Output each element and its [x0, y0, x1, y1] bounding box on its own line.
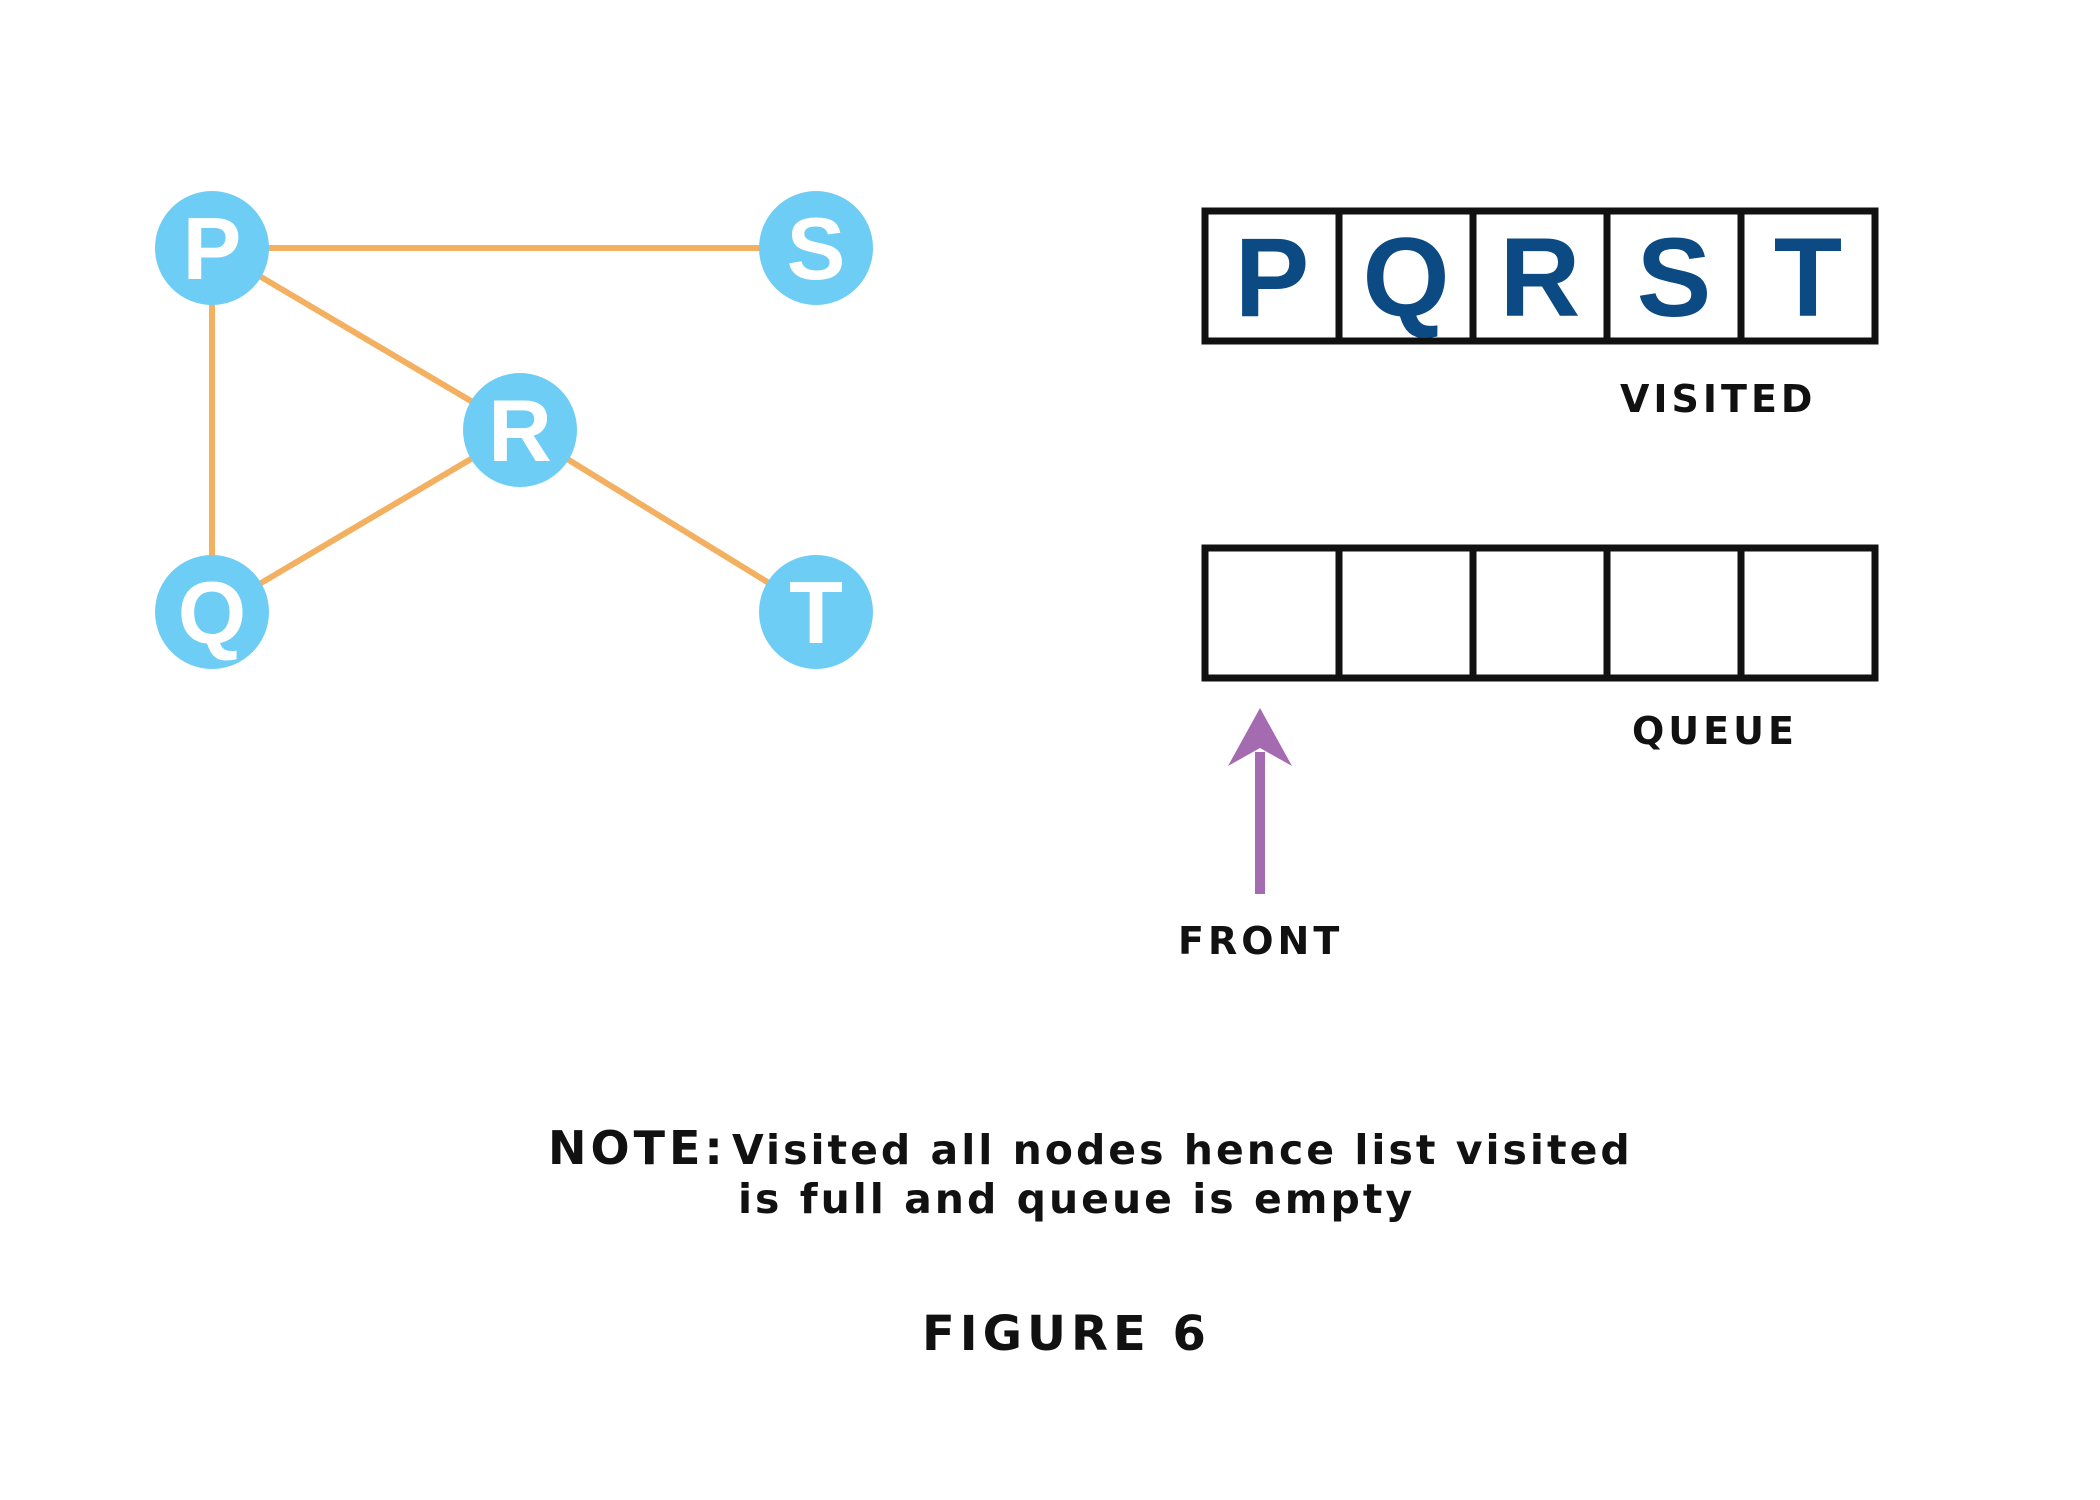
- queue-cell: [1603, 544, 1745, 682]
- queue-cell: [1469, 544, 1611, 682]
- visited-cell-label: R: [1500, 215, 1581, 340]
- graph-edges: [209, 245, 819, 615]
- queue-cell: [1335, 544, 1477, 682]
- node-label: P: [183, 199, 242, 298]
- visited-cell: [1469, 207, 1611, 345]
- edge-r-q: [209, 427, 523, 615]
- edge-r-t: [517, 427, 819, 615]
- node-circle: [155, 555, 269, 669]
- node-label: R: [488, 381, 552, 480]
- visited-cell: [1737, 207, 1879, 345]
- queue-cell: [1737, 544, 1879, 682]
- node-circle: [155, 191, 269, 305]
- queue-caption: QUEUE: [1632, 709, 1798, 753]
- figure-label: FIGURE 6: [922, 1306, 1211, 1362]
- edge-p-r: [209, 245, 523, 433]
- node-circle: [463, 373, 577, 487]
- node-circle: [759, 191, 873, 305]
- visited-cell: [1603, 207, 1745, 345]
- node-q: Q: [155, 555, 269, 669]
- node-label: T: [789, 563, 843, 662]
- front-label: FRONT: [1178, 919, 1343, 963]
- visited-cell-label: S: [1637, 215, 1712, 340]
- node-p: P: [155, 191, 269, 305]
- node-label: S: [787, 199, 846, 298]
- front-arrow: [1228, 708, 1292, 894]
- note-line-1: Visited all nodes hence list visited: [732, 1126, 1633, 1174]
- queue-cell: [1201, 544, 1343, 682]
- node-t: T: [759, 555, 873, 669]
- note-line-2: is full and queue is empty: [738, 1175, 1415, 1223]
- visited-cell-label: T: [1774, 215, 1842, 340]
- note-heading: NOTE:: [548, 1121, 727, 1175]
- graph-nodes: P S R Q T: [155, 191, 873, 669]
- node-s: S: [759, 191, 873, 305]
- visited-cell-label: P: [1235, 215, 1310, 340]
- node-r: R: [463, 373, 577, 487]
- visited-caption: VISITED: [1620, 377, 1816, 421]
- node-label: Q: [178, 563, 246, 662]
- front-arrow-head: [1228, 708, 1292, 766]
- queue: [1201, 544, 1879, 682]
- visited-cell: [1201, 207, 1343, 345]
- visited-cell-label: Q: [1362, 215, 1449, 340]
- graph: P S R Q T: [155, 191, 873, 669]
- node-circle: [759, 555, 873, 669]
